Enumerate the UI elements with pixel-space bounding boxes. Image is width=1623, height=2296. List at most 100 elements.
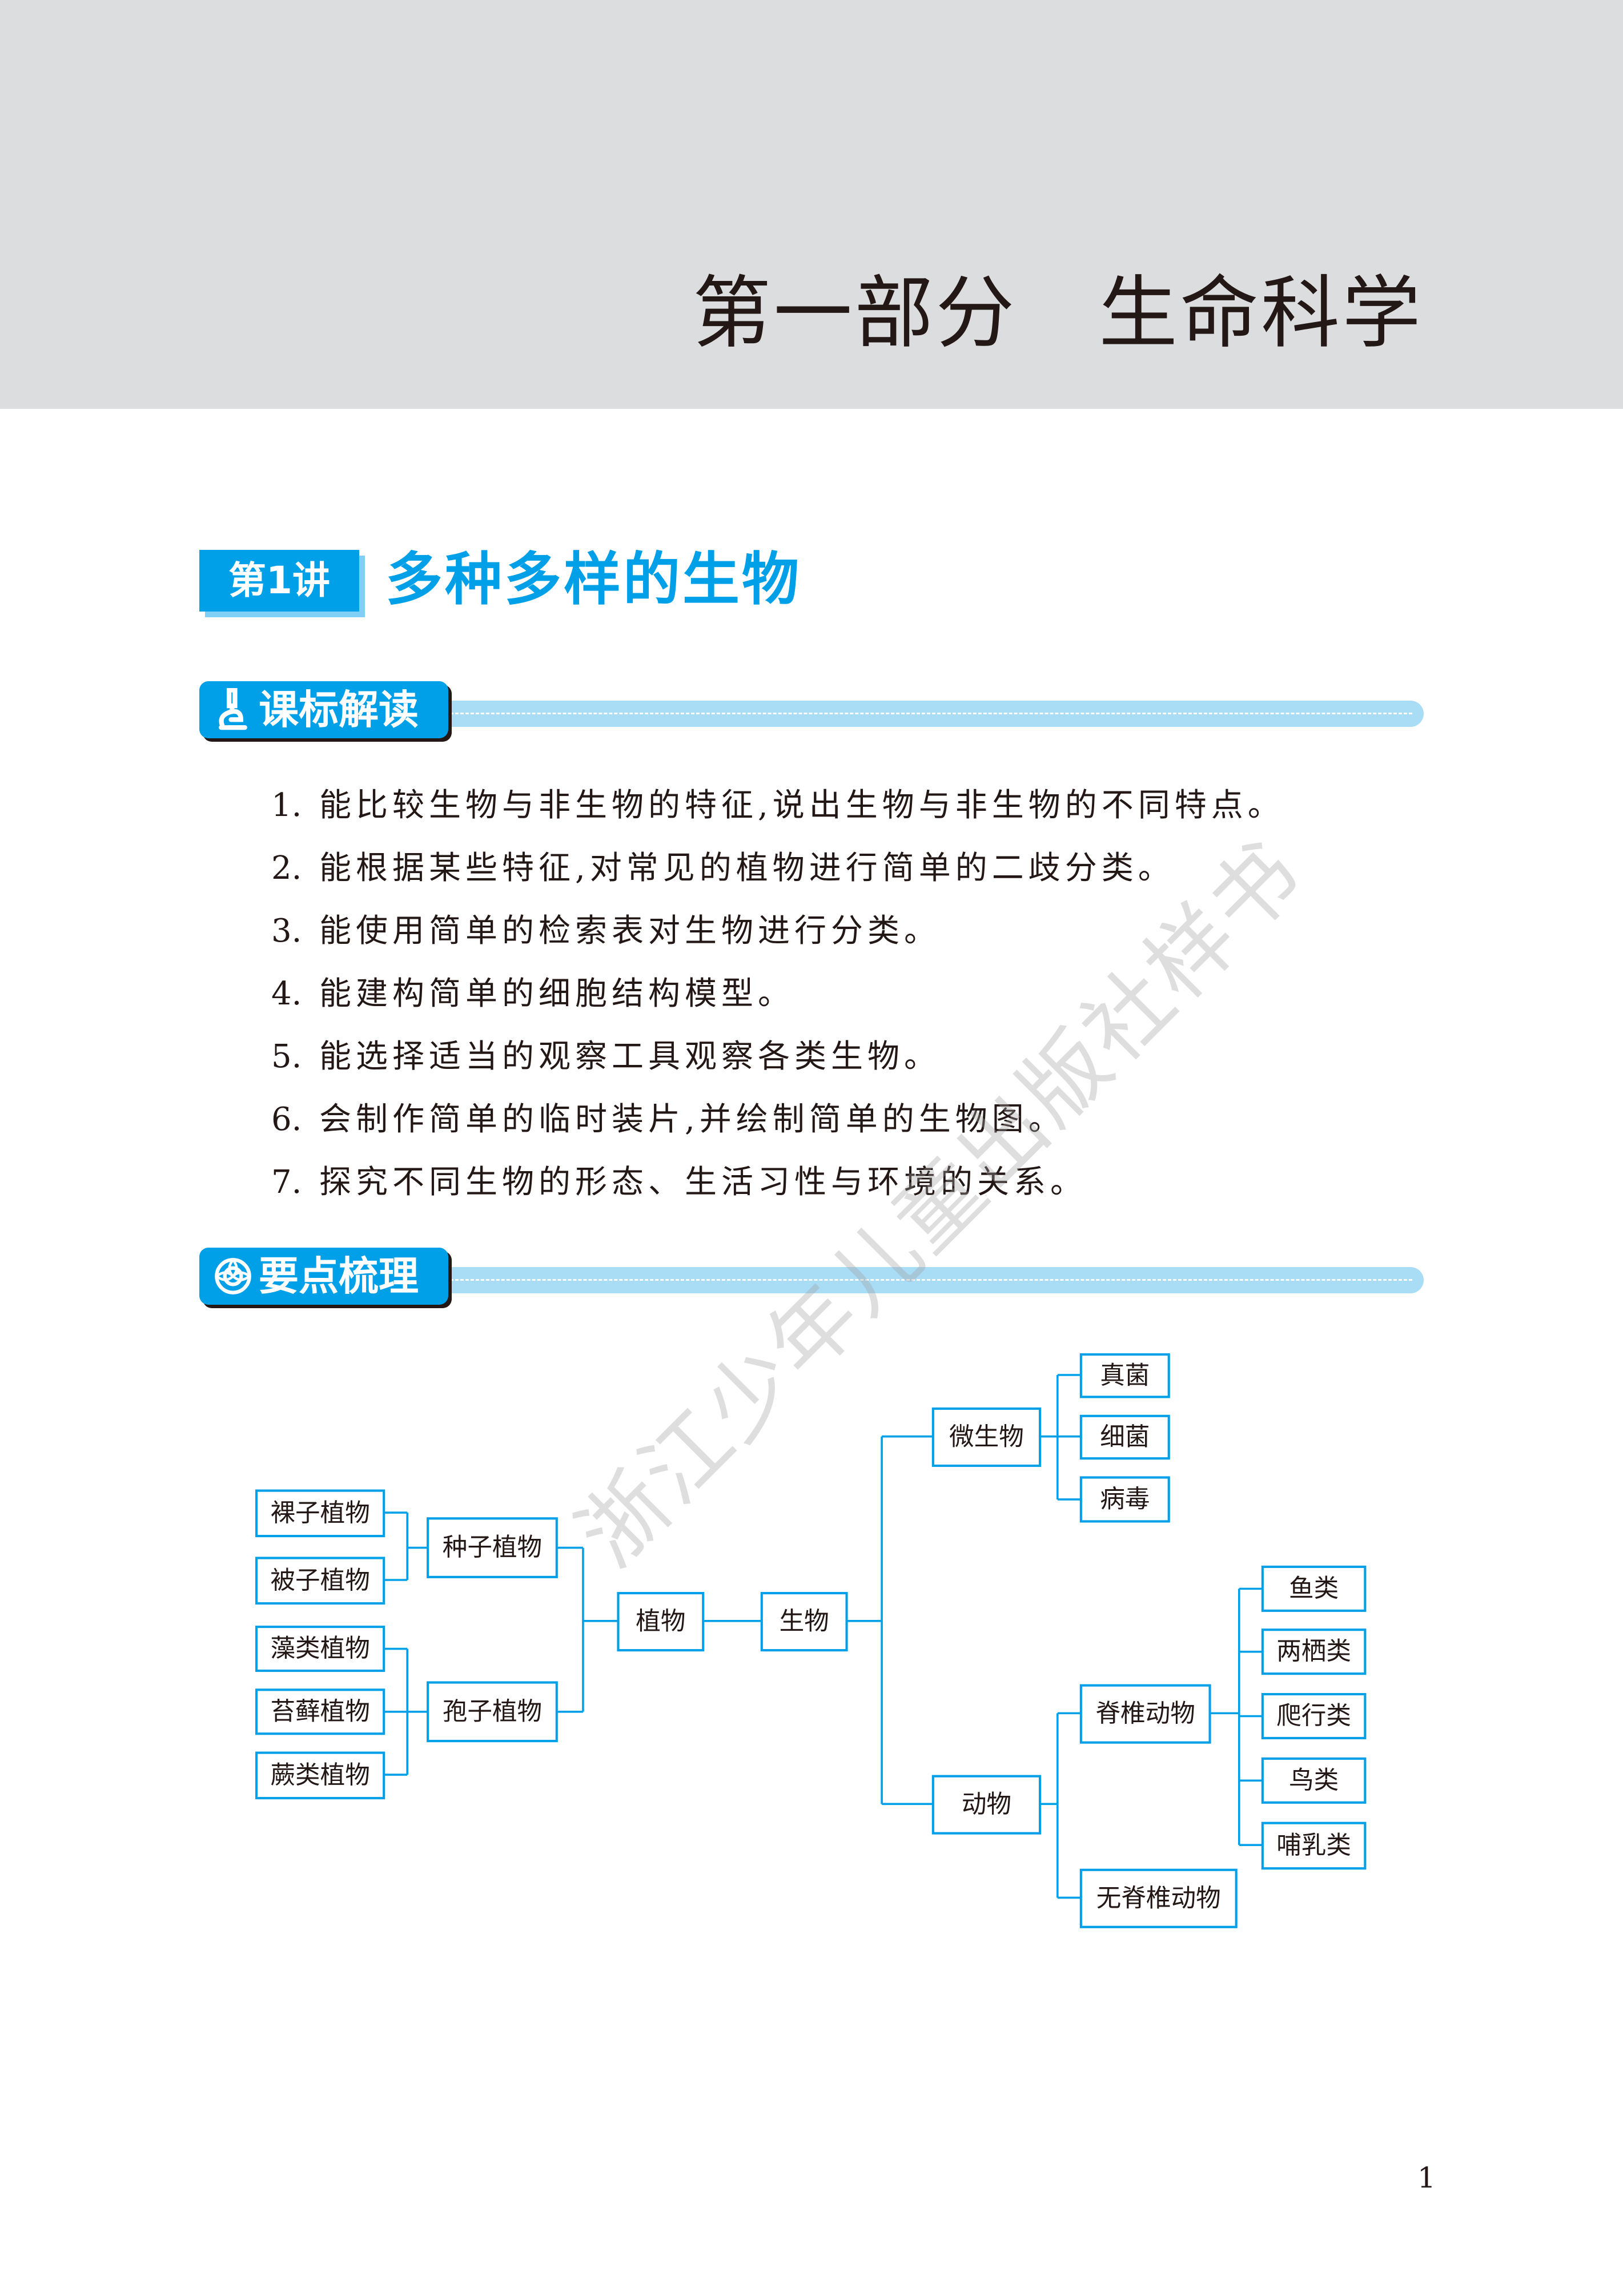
list-item: 1. 能比较生物与非生物的特征,说出生物与非生物的不同特点。 [271, 785, 1284, 848]
node-box [931, 1407, 1042, 1467]
item-number: 4. [271, 975, 302, 1012]
node-box [255, 1489, 385, 1538]
node-box [1079, 1476, 1170, 1523]
node-label: 孢子植物 [443, 1698, 542, 1726]
node-box [1079, 1414, 1170, 1460]
node-bacteria: 细菌 [1079, 1414, 1170, 1460]
node-amphibians: 两栖类 [1261, 1628, 1367, 1675]
section-title: 课标解读 [259, 686, 419, 733]
node-box [1079, 1684, 1211, 1744]
node-box [427, 1681, 558, 1743]
curriculum-list: 1. 能比较生物与非生物的特征,说出生物与非生物的不同特点。 2. 能根据某些特征,… [271, 785, 1284, 1225]
node-label: 动物 [962, 1791, 1011, 1819]
node-box [1261, 1821, 1367, 1870]
node-label: 种子植物 [443, 1534, 542, 1562]
node-label: 鸟类 [1289, 1766, 1339, 1795]
section-title: 要点梳理 [259, 1253, 419, 1300]
microscope-icon [219, 688, 247, 730]
list-item: 4. 能建构简单的细胞结构模型。 [271, 974, 1284, 1036]
item-number: 6. [271, 1101, 302, 1138]
node-box [617, 1592, 705, 1652]
part-title: 第一部分 生命科学 [692, 267, 1423, 359]
item-text: 能选择适当的观察工具观察各类生物。 [319, 1038, 941, 1075]
section-header-curriculum: 课标解读 [199, 681, 1424, 742]
node-label: 植物 [636, 1607, 685, 1636]
node-reptiles: 爬行类 [1261, 1692, 1367, 1740]
node-box [1261, 1628, 1367, 1675]
part-header: 第一部分 生命科学 [0, 0, 1623, 409]
node-mammals: 哺乳类 [1261, 1821, 1367, 1870]
node-plants: 植物 [617, 1592, 705, 1652]
node-animals: 动物 [931, 1775, 1042, 1835]
node-box [1079, 1868, 1238, 1928]
node-box [427, 1517, 558, 1578]
node-label: 哺乳类 [1276, 1831, 1351, 1860]
item-text: 能建构简单的细胞结构模型。 [319, 975, 794, 1012]
node-box [760, 1592, 848, 1652]
node-microbes: 微生物 [931, 1407, 1042, 1467]
flower-icon [215, 1258, 251, 1294]
node-spore-plants: 孢子植物 [427, 1681, 558, 1743]
node-label: 生物 [780, 1607, 829, 1636]
item-number: 5. [271, 1038, 302, 1075]
node-angiosperms: 被子植物 [255, 1557, 385, 1605]
node-ferns: 蕨类植物 [255, 1751, 385, 1800]
node-box [1261, 1757, 1367, 1804]
node-box [931, 1775, 1042, 1835]
node-label: 病毒 [1100, 1485, 1150, 1514]
node-mosses: 苔藓植物 [255, 1688, 385, 1735]
list-item: 2. 能根据某些特征,对常见的植物进行简单的二歧分类。 [271, 848, 1284, 911]
item-text: 会制作简单的临时装片,并绘制简单的生物图。 [319, 1101, 1065, 1138]
node-box [255, 1688, 385, 1735]
section-title-pill: 要点梳理 [199, 1248, 448, 1305]
item-text: 能比较生物与非生物的特征,说出生物与非生物的不同特点。 [319, 787, 1284, 824]
item-text: 探究不同生物的形态、生活习性与环境的关系。 [319, 1164, 1087, 1201]
item-number: 2. [271, 850, 302, 887]
node-box [255, 1557, 385, 1605]
node-label: 爬行类 [1276, 1702, 1351, 1730]
node-label: 被子植物 [270, 1566, 369, 1595]
node-vertebrates: 脊椎动物 [1079, 1684, 1211, 1744]
node-label: 脊椎动物 [1096, 1700, 1195, 1728]
node-seed-plants: 种子植物 [427, 1517, 558, 1578]
lesson-title: 多种多样的生物 [385, 546, 801, 613]
node-viruses: 病毒 [1079, 1476, 1170, 1523]
node-label: 藻类植物 [270, 1635, 369, 1663]
section-divider-bar [439, 701, 1424, 727]
section-header-key-points: 要点梳理 [199, 1248, 1424, 1308]
node-label: 无脊椎动物 [1096, 1884, 1221, 1913]
node-label: 裸子植物 [270, 1499, 369, 1527]
node-label: 两栖类 [1276, 1638, 1351, 1666]
node-fish: 鱼类 [1261, 1565, 1367, 1612]
section-title-pill: 课标解读 [199, 681, 448, 738]
item-number: 3. [271, 912, 302, 950]
node-root: 生物 [760, 1592, 848, 1652]
page-number: 1 [1417, 2161, 1436, 2194]
node-label: 微生物 [949, 1423, 1024, 1451]
node-box [1261, 1565, 1367, 1612]
node-algae: 藻类植物 [255, 1626, 385, 1672]
node-fungi: 真菌 [1079, 1353, 1170, 1398]
item-number: 1. [271, 787, 302, 824]
section-divider-bar [439, 1267, 1424, 1293]
node-label: 细菌 [1100, 1423, 1150, 1451]
node-gymnosperms: 裸子植物 [255, 1489, 385, 1538]
connectors [384, 1374, 1263, 1899]
item-text: 能根据某些特征,对常见的植物进行简单的二歧分类。 [319, 850, 1175, 887]
node-invertebrates: 无脊椎动物 [1079, 1868, 1238, 1928]
list-item: 5. 能选择适当的观察工具观察各类生物。 [271, 1036, 1284, 1099]
item-text: 能使用简单的检索表对生物进行分类。 [319, 912, 941, 950]
node-label: 鱼类 [1289, 1574, 1339, 1603]
lesson-badge: 第1讲 [199, 550, 359, 612]
list-item: 7.探究不同生物的形态、生活习性与环境的关系。 [271, 1162, 1284, 1225]
node-box [255, 1751, 385, 1800]
node-label: 真菌 [1100, 1361, 1150, 1390]
list-item: 6. 会制作简单的临时装片,并绘制简单的生物图。 [271, 1099, 1284, 1162]
node-label: 蕨类植物 [270, 1761, 369, 1790]
list-item: 3. 能使用简单的检索表对生物进行分类。 [271, 911, 1284, 974]
node-box [255, 1626, 385, 1672]
node-birds: 鸟类 [1261, 1757, 1367, 1804]
node-box [1261, 1692, 1367, 1740]
node-label: 苔藓植物 [270, 1698, 369, 1726]
